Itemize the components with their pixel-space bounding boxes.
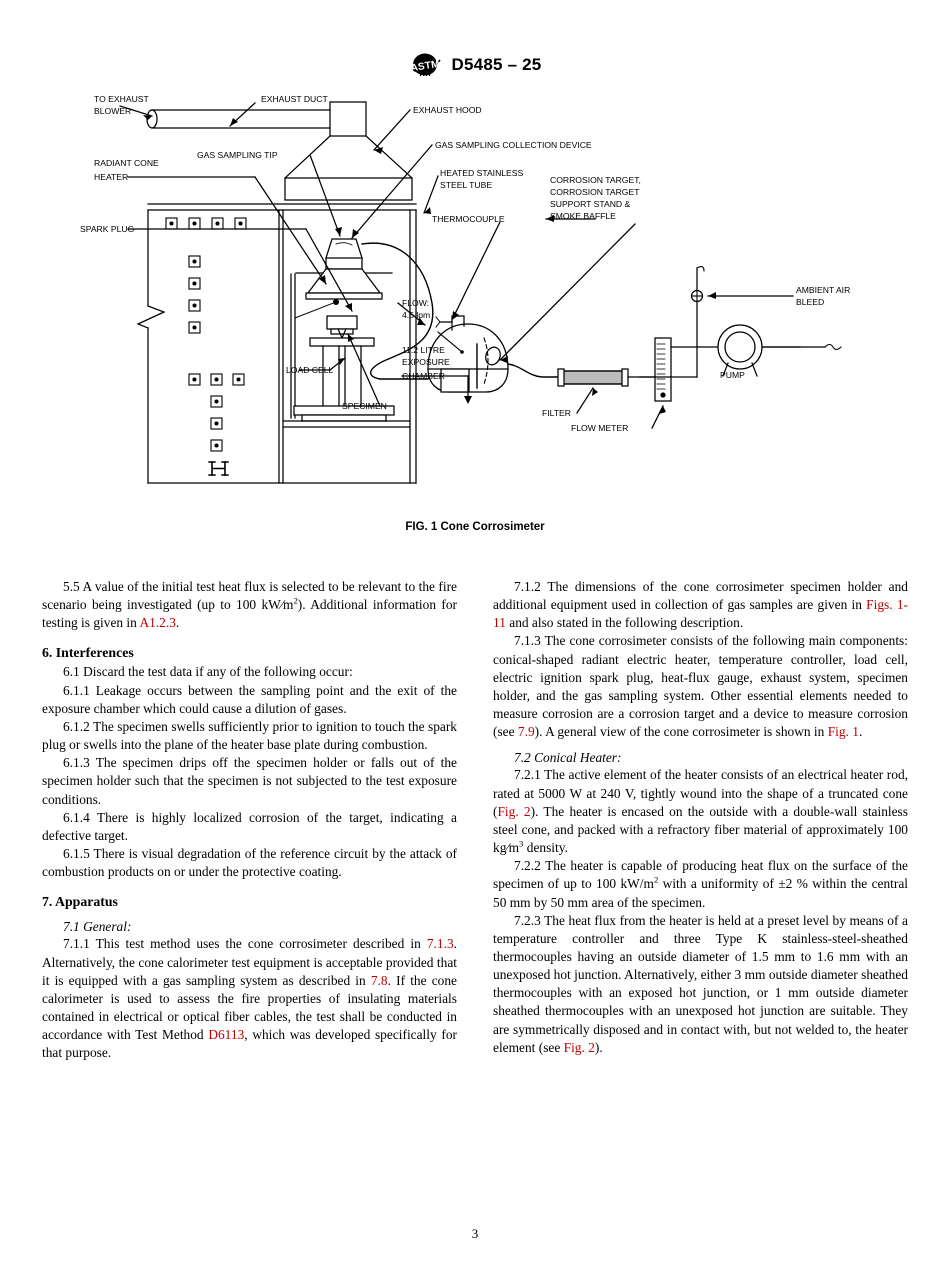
p-7-2-1-text-a: 7.2.1 The active element of the heater c… [493,767,908,819]
p-7-2-3-text-b: ). [594,1039,603,1055]
body-columns: 5.5 A value of the initial test heat flu… [42,578,908,1218]
label-corrosion-target-line1: CORROSION TARGET, [550,175,641,185]
p-5-5-text-c: . [175,615,180,631]
label-heated-stainless-tube-line2: STEEL TUBE [440,180,492,190]
paragraph-7-2-3: 7.2.3 The heat flux from the heater is h… [493,912,908,1057]
label-filter: FILTER [542,408,571,418]
paragraph-6-1-5: 6.1.5 There is visual degradation of the… [42,846,457,880]
heading-6-interferences: 6. Interferences [42,645,134,661]
paragraph-6-1-1: 6.1.1 Leakage occurs between the samplin… [42,682,457,716]
reference-fig-2-a[interactable]: Fig. 2 [497,803,531,819]
label-ambient-air-bleed-line1: AMBIENT AIR [796,285,850,295]
paragraph-6-1: 6.1 Discard the test data if any of the … [63,664,353,680]
page-number: 3 [471,1226,479,1241]
label-flow-line1: FLOW: [402,298,429,308]
label-corrosion-target-line2: CORROSION TARGET [550,187,640,197]
label-gas-sampling-tip: GAS SAMPLING TIP [197,150,278,160]
paragraph-7-1-3: 7.1.3 The cone corrosimeter consists of … [493,632,908,741]
figure-1-block: TO EXHAUST BLOWER EXHAUST DUCT EXHAUST H… [0,88,950,533]
cone-corrosimeter-diagram: TO EXHAUST BLOWER EXHAUST DUCT EXHAUST H… [80,94,850,484]
label-flow-line2: 4.5 lpm [402,310,430,320]
reference-a123[interactable]: A1.2.3 [139,615,176,631]
label-specimen: SPECIMEN [342,401,387,411]
reference-79[interactable]: 7.9 [517,724,535,740]
label-thermocouple: THERMOCOUPLE [432,214,505,224]
reference-fig-1[interactable]: Fig. 1 [827,724,859,740]
p-5-5-superscript: 2 [293,595,298,606]
right-column: 7.1.2 The dimensions of the cone corrosi… [493,578,908,1218]
label-pump: PUMP [720,370,745,380]
p-7-2-1-text-b: ). The heater is encased on the outside … [493,803,908,856]
paragraph-7-1-1: 7.1.1 This test method uses the cone cor… [42,935,457,1062]
label-gas-sampling-collection-device: GAS SAMPLING COLLECTION DEVICE [435,140,592,150]
subheading-7-2-conical-heater: 7.2 Conical Heater: [514,750,622,766]
p-7-2-2-superscript: 2 [653,874,659,885]
paragraph-6-1-2: 6.1.2 The specimen swells sufficiently p… [42,718,457,753]
reference-fig-2-b[interactable]: Fig. 2 [563,1039,595,1055]
label-ambient-air-bleed-line2: BLEED [796,297,824,307]
label-radiant-cone-heater-line2: HEATER [94,172,128,182]
astm-logo: ASTM [409,52,443,78]
p-7-1-2-text-a: 7.1.2 The dimensions of the cone corrosi… [493,579,908,613]
p-7-1-1-text-a: 7.1.1 This test method uses the cone cor… [63,936,427,952]
label-exposure-chamber-line1: 11.2 LITRE [402,345,445,355]
svg-text:ASTM: ASTM [410,59,441,74]
label-heated-stainless-tube-line1: HEATED STAINLESS [440,168,524,178]
paragraph-5-5: 5.5 A value of the initial test heat flu… [42,578,457,632]
p-7-2-2-text-b: with a uniformity of ±2 % within the cen… [493,876,909,910]
p-5-5-text-b: ). Additional information for testing is… [42,597,457,631]
reference-figs-1-11[interactable]: Figs. 1-11 [493,597,908,631]
subheading-7-1-general: 7.1 General: [63,919,132,935]
p-5-5-text-a: 5.5 A value of the initial test heat flu… [42,579,457,613]
paragraph-6-1-4: 6.1.4 There is highly localized corrosio… [42,809,457,843]
label-flow-meter: FLOW METER [571,423,628,433]
p-7-2-1-text-c: density. [523,840,568,856]
paragraph-6-1-3: 6.1.3 The specimen drips off the specime… [42,755,457,807]
p-7-1-3-text-a: 7.1.3 The cone corrosimeter consists of … [493,633,908,740]
paragraph-7-1-2: 7.1.2 The dimensions of the cone corrosi… [493,578,908,632]
p-7-2-2-text-a: 7.2.2 The heater is capable of producing… [493,858,908,892]
reference-d6113[interactable]: D6113 [208,1027,245,1043]
paragraph-7-2-2: 7.2.2 The heater is capable of producing… [493,857,908,911]
label-exposure-chamber-line3: CHAMBER [402,371,445,381]
paragraph-7-2-1: 7.2.1 The active element of the heater c… [493,766,908,857]
label-exhaust-duct: EXHAUST DUCT [261,94,328,104]
reference-713[interactable]: 7.1.3 [426,936,454,952]
p-7-1-3-text-c: . [858,724,863,740]
p-7-2-1-superscript: 3 [519,838,524,849]
p-7-2-3-text-a: 7.2.3 The heat flux from the heater is h… [493,912,908,1055]
label-corrosion-target-line3: SUPPORT STAND & [550,199,630,209]
p-7-1-1-text-c: . If the cone calorimeter is used to ass… [42,972,457,1043]
label-to-exhaust-blower-line1: TO EXHAUST [94,94,150,104]
p-7-1-1-text-d: , which was developed specifically for t… [42,1027,457,1061]
p-7-1-3-text-b: ). A general view of the cone corrosimet… [534,724,828,740]
label-exposure-chamber-line2: EXPOSURE [402,357,450,367]
figure-caption: FIG. 1 Cone Corrosimeter [405,521,545,533]
label-load-cell: LOAD CELL [286,365,334,375]
label-to-exhaust-blower-line2: BLOWER [94,106,131,116]
left-column: 5.5 A value of the initial test heat flu… [42,578,457,1218]
standard-designation: D5485 – 25 [451,55,542,74]
label-radiant-cone-heater-line1: RADIANT CONE [94,158,159,168]
label-spark-plug: SPARK PLUG [80,224,135,234]
heading-7-apparatus: 7. Apparatus [42,894,118,910]
label-exhaust-hood: EXHAUST HOOD [413,105,482,115]
page-header: ASTM D5485 – 25 [0,52,950,78]
label-corrosion-target-line4: SMOKE BAFFLE [550,211,616,221]
reference-78[interactable]: 7.8 [370,972,388,988]
p-7-1-2-text-b: and also stated in the following descrip… [505,615,744,631]
p-7-1-1-text-b: . Alternatively, the cone calorimeter te… [42,936,457,988]
